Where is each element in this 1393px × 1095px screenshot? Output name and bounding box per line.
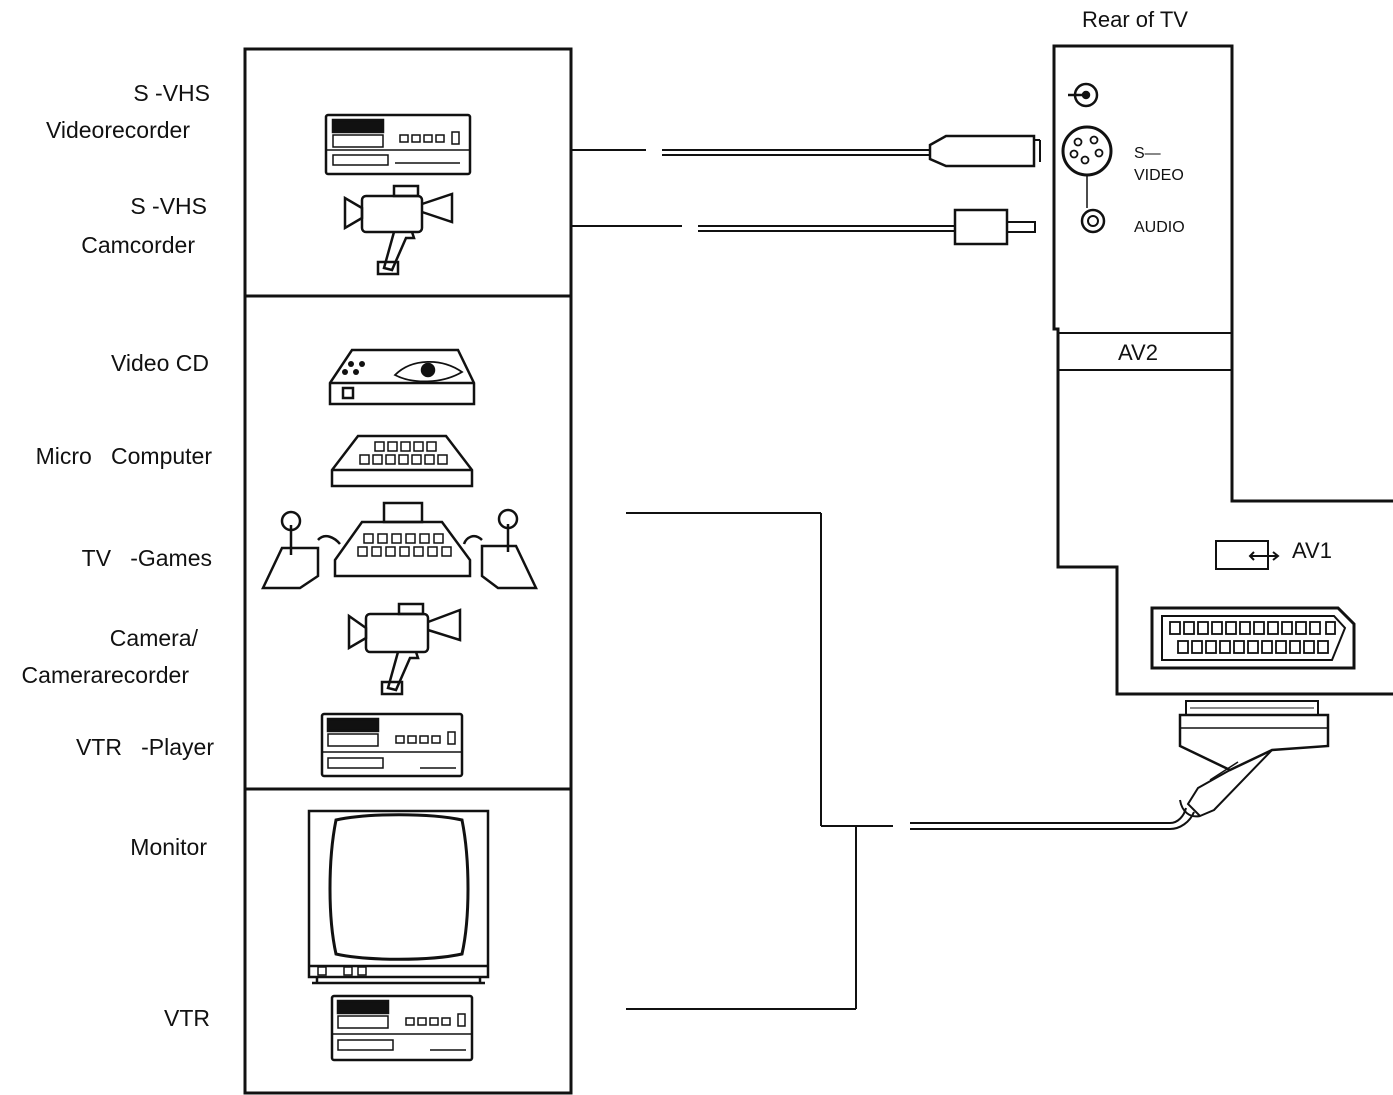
tv-games-icon — [261, 501, 538, 590]
camcorder-icon — [343, 184, 454, 276]
label-tv-games: TV -Games — [81, 545, 212, 571]
label-svhs-camcorder-2: Camcorder — [81, 232, 195, 258]
camera-icon — [347, 602, 462, 696]
label-micro-computer: Micro Computer — [35, 443, 212, 469]
label-av2: AV2 — [1118, 340, 1158, 365]
micro-computer-icon — [330, 434, 474, 488]
vcr-icon — [324, 113, 472, 176]
label-svhs-videorecorder-1: S -VHS — [133, 80, 210, 106]
monitor-icon — [307, 809, 490, 985]
audio-cable — [571, 208, 1036, 246]
label-vtr: VTR — [164, 1005, 210, 1031]
svideo-socket-icon — [1061, 125, 1113, 208]
video-cd-icon — [328, 348, 476, 406]
antenna-socket-icon — [1068, 82, 1099, 108]
vtr-icon — [330, 994, 474, 1062]
label-svhs-camcorder-1: S -VHS — [130, 193, 207, 219]
scart-socket-icon — [1150, 606, 1356, 670]
tv-rear-outline — [1052, 44, 1393, 696]
svideo-cable — [571, 134, 1041, 168]
label-rear-of-tv: Rear of TV — [1082, 7, 1188, 32]
label-svideo-1: S— — [1134, 145, 1161, 162]
label-audio: AUDIO — [1134, 219, 1185, 236]
label-av1: AV1 — [1292, 538, 1332, 563]
scart-plug-icon — [1178, 700, 1330, 818]
vtr-player-icon — [320, 712, 464, 778]
label-vtr-player: VTR -Player — [75, 734, 214, 760]
av1-indicator-icon — [1215, 540, 1280, 570]
audio-socket-icon — [1080, 208, 1106, 234]
label-svhs-videorecorder-2: Videorecorder — [45, 117, 190, 143]
label-monitor: Monitor — [130, 834, 207, 860]
scart-cable — [626, 512, 1195, 1010]
label-camera-2: Camerarecorder — [21, 662, 189, 688]
label-svideo-2: VIDEO — [1134, 167, 1184, 184]
label-camera-1: Camera/ — [109, 625, 198, 651]
label-video-cd: Video CD — [110, 350, 209, 376]
device-panels — [243, 47, 573, 1095]
